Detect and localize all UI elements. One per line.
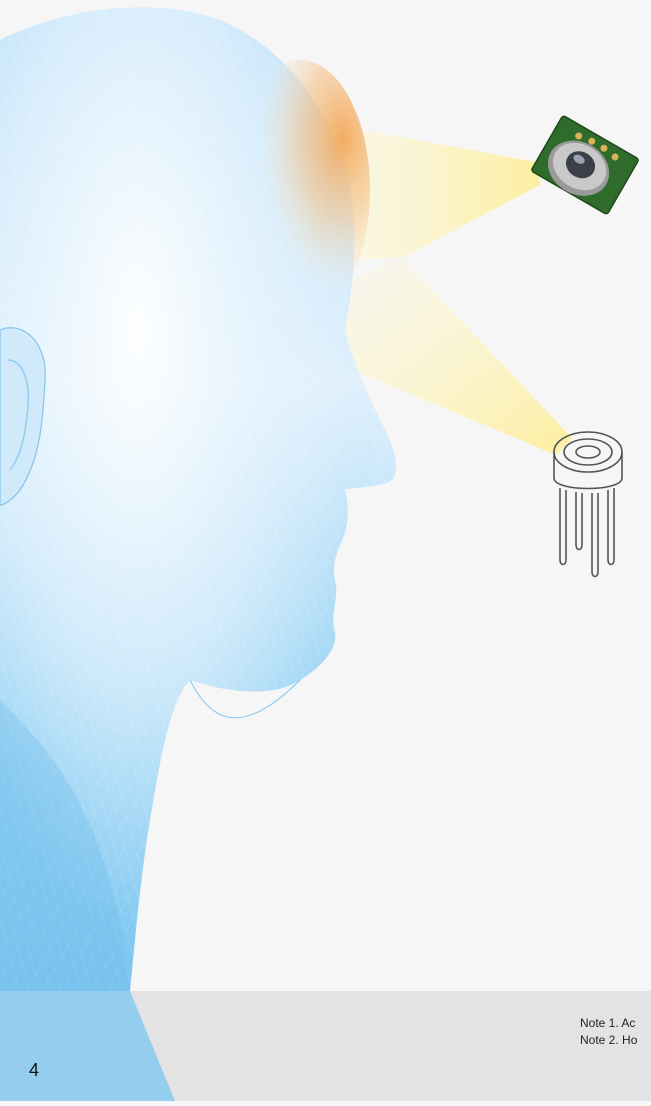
footnote-1: Note 1. Ac (580, 1016, 651, 1030)
page-number: 4 (29, 1060, 39, 1081)
footnote-2: Note 2. Ho (580, 1033, 651, 1047)
